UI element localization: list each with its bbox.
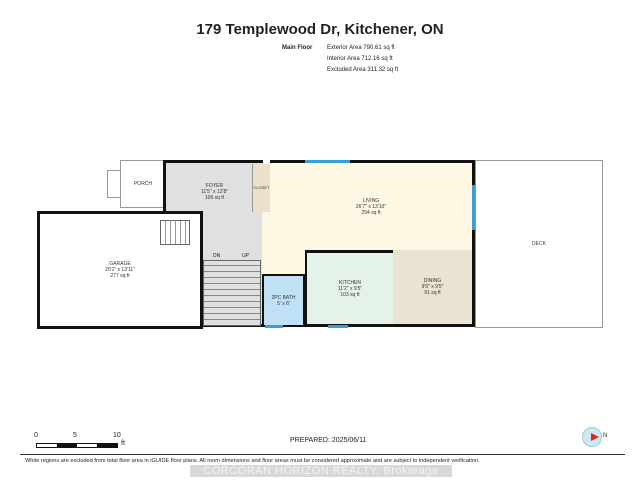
compass-north-label: N — [603, 433, 608, 439]
disclaimer: White regions are excluded from total fl… — [25, 458, 480, 464]
room-porch: PORCH — [120, 160, 166, 208]
scale-tick-0: 0 — [34, 432, 38, 439]
window — [328, 325, 348, 328]
garage-steps — [160, 220, 190, 245]
stairs-up-label: UP — [242, 253, 249, 259]
interior-area: Interior Area 712.16 sq ft — [327, 56, 393, 62]
scale-tick-5: 5 — [73, 432, 77, 439]
scale-unit: ft — [121, 440, 125, 447]
scale-bar-graphic — [36, 443, 118, 448]
scale-tick-10: 10 — [113, 432, 121, 439]
excluded-area: Excluded Area 311.32 sq ft — [327, 67, 399, 73]
watermark: CORCORAN HORIZON REALTY, Brokerage — [190, 465, 452, 477]
exterior-area: Exterior Area 790.61 sq ft — [327, 45, 395, 51]
page-title: 179 Templewood Dr, Kitchener, ON — [196, 21, 444, 38]
window — [472, 185, 475, 230]
window — [305, 160, 350, 163]
closet-label: CLOSET — [253, 185, 270, 190]
floor-name: Main Floor — [282, 45, 313, 51]
stairs-down-label: DN — [213, 253, 221, 259]
stairs — [203, 260, 261, 326]
porch-label: PORCH — [133, 181, 153, 187]
window — [265, 325, 283, 328]
room-deck: DECK — [475, 160, 603, 328]
divider — [20, 454, 625, 455]
compass-icon — [582, 427, 602, 447]
living-extension — [262, 212, 307, 274]
deck-label: DECK — [532, 241, 546, 247]
prepared-date: PREPARED: 2025/06/11 — [290, 437, 367, 444]
porch-steps — [107, 170, 121, 198]
room-closet: CLOSET — [252, 164, 270, 212]
